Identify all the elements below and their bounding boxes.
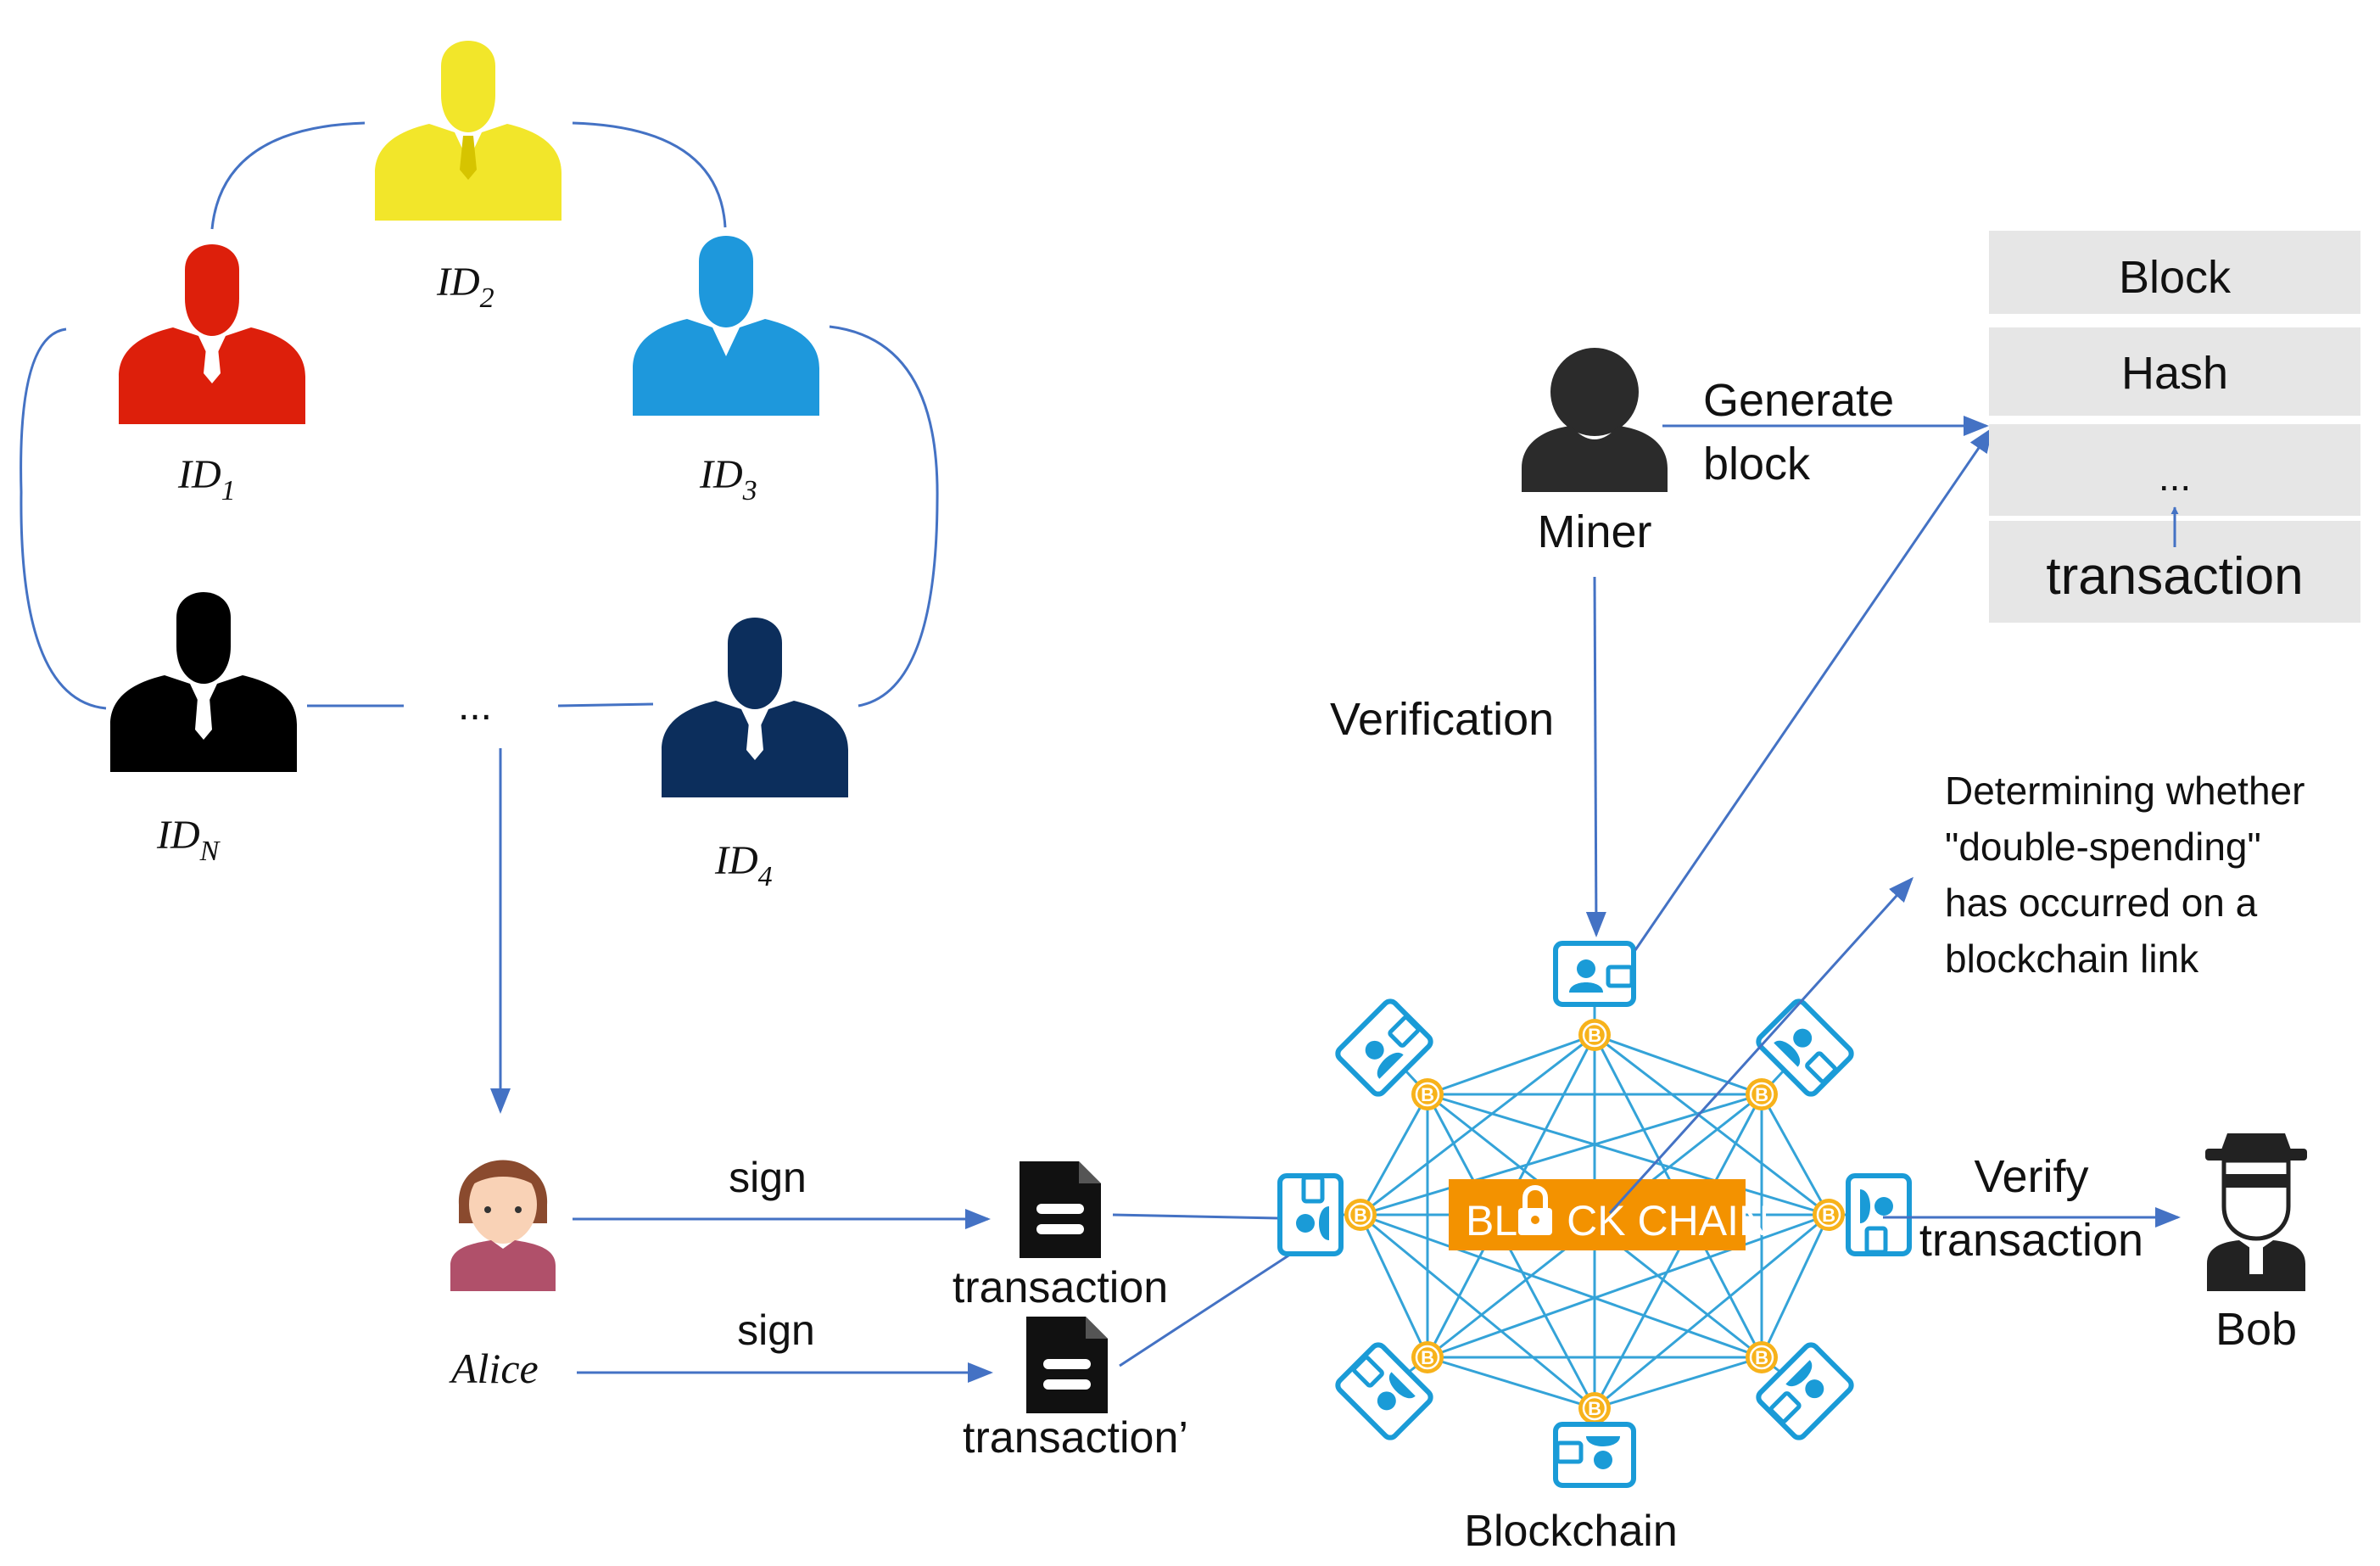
transaction-1-label: transaction (953, 1263, 1168, 1312)
double-spend-note: Determining whether "double-spending" ha… (1945, 769, 2316, 981)
node-to-block-arrow (1634, 427, 1993, 951)
block-row (1989, 231, 2360, 314)
identity-4-figure (662, 618, 848, 797)
identity-2-figure (375, 41, 561, 221)
transaction-2-label: transaction’ (963, 1413, 1188, 1463)
ring-ellipsis: ... (458, 684, 492, 729)
identity-ring (20, 121, 939, 710)
identity-4-label: ID4 (714, 838, 773, 892)
transaction-2-to-network-arrow (1119, 1233, 1322, 1367)
sign-top-label: sign (729, 1154, 807, 1201)
sign-bottom-label: sign (737, 1306, 815, 1354)
transaction-2-icon (1026, 1317, 1108, 1413)
hash-row-label: Hash (2121, 348, 2228, 399)
blockchain-caption: Blockchain (1464, 1507, 1677, 1556)
identity-n-figure (110, 592, 297, 772)
alice-figure (450, 1160, 556, 1291)
ellipsis-row-label: ... (2159, 455, 2191, 499)
block-stack: Block Hash ... transaction (1989, 231, 2360, 623)
bob-figure (2205, 1133, 2307, 1291)
identity-3-figure (633, 236, 819, 416)
identity-n-label: IDN (156, 813, 221, 867)
identity-2-label: ID2 (436, 260, 494, 314)
alice-label: Alice (449, 1345, 539, 1392)
identity-1-figure (119, 244, 305, 424)
blockchain-banner (1449, 1179, 1746, 1250)
bob-label: Bob (2215, 1304, 2297, 1355)
hash-row (1989, 327, 2360, 416)
block-row-label: Block (2119, 252, 2232, 303)
transaction-1-icon (1020, 1161, 1101, 1258)
miner-label: Miner (1537, 506, 1651, 557)
transaction-row-label: transaction (2046, 547, 2303, 606)
verification-label: Verification (1330, 694, 1554, 745)
verification-arrow (1585, 576, 1606, 937)
ellipsis-row (1989, 424, 2360, 516)
identity-3-label: ID3 (699, 452, 757, 506)
identity-1-label: ID1 (177, 452, 236, 506)
miner-figure (1522, 348, 1668, 492)
banner-to-note-arrow (1608, 876, 1914, 1215)
padlock-icon (1518, 1185, 1552, 1235)
